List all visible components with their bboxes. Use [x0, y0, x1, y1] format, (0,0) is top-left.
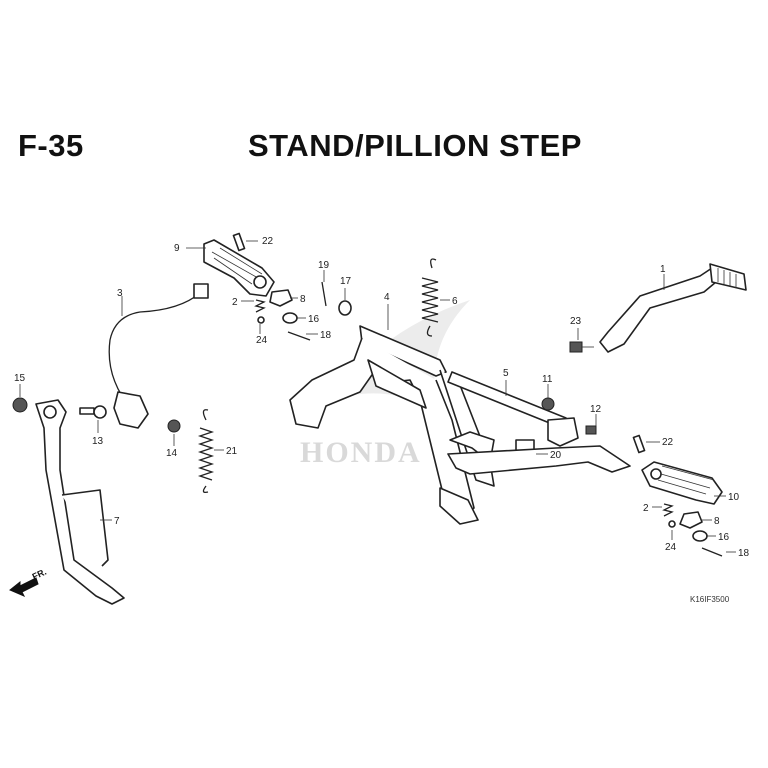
callout-3: 3: [117, 288, 123, 299]
part-7-stand-lever: [35, 399, 125, 605]
callout-22-right: 22: [662, 437, 674, 448]
part-2-spring-left: [254, 299, 266, 313]
part-8-plate-left: [269, 289, 293, 307]
part-15-nut: [12, 384, 28, 413]
part-18-pin-left: [287, 331, 311, 341]
part-9-left-pillion-step: [203, 239, 275, 297]
callout-23: 23: [570, 316, 582, 327]
part-24-ball-right: [668, 520, 676, 528]
part-1-stand-pedal: [599, 263, 747, 353]
part-22-bolt-right: [632, 434, 646, 454]
callout-22-left: 22: [262, 236, 274, 247]
part-21-spring: [197, 409, 215, 494]
callout-15: 15: [14, 373, 26, 384]
part-13-bolt: [79, 405, 107, 433]
callout-24-left: 24: [256, 335, 268, 346]
part-23-bolt: [569, 341, 594, 353]
part-12-bolt: [585, 425, 597, 435]
part-16-washer-right: [692, 530, 708, 542]
callout-21: 21: [226, 446, 238, 457]
part-18-pin-right: [701, 547, 723, 557]
callout-8-left: 8: [300, 294, 306, 305]
part-19-pin: [321, 281, 327, 307]
callout-7: 7: [114, 516, 120, 527]
callout-2-left: 2: [232, 297, 238, 308]
part-14-bolt: [167, 419, 181, 446]
callout-2-right: 2: [643, 503, 649, 514]
leader-lines: [100, 240, 736, 553]
callout-13: 13: [92, 436, 104, 447]
callout-17: 17: [340, 276, 352, 287]
callout-4: 4: [384, 292, 390, 303]
part-11-nut: [541, 397, 555, 411]
callout-8-right: 8: [714, 516, 720, 527]
callout-19: 19: [318, 260, 330, 271]
callout-16-right: 16: [718, 532, 730, 543]
part-24-ball-left: [257, 316, 265, 324]
callout-1: 1: [660, 264, 666, 275]
watermark-text: HONDA: [300, 436, 422, 469]
callout-24-right: 24: [665, 542, 677, 553]
front-label: FR.: [31, 567, 48, 582]
arrow-icon: [9, 577, 39, 597]
page-title: STAND/PILLION STEP: [248, 128, 582, 163]
callout-11: 11: [542, 374, 553, 385]
part-3-stand-switch: [108, 283, 209, 429]
callout-5: 5: [503, 368, 509, 379]
callout-labels: 9 22 2 8 16 18 24 19 17 4 6 3 15 13 14 2…: [14, 236, 750, 559]
callout-20: 20: [550, 450, 562, 461]
part-10-right-pillion-step: [641, 461, 723, 505]
diagram-code: K16IF3500: [690, 595, 730, 604]
callout-6: 6: [452, 296, 458, 307]
callout-16-left: 16: [308, 314, 320, 325]
callout-14: 14: [166, 448, 178, 459]
part-17-washer: [338, 300, 352, 316]
stand-arm: [447, 417, 631, 475]
front-direction-arrow: FR.: [9, 567, 48, 597]
callout-9: 9: [174, 243, 180, 254]
callout-12: 12: [590, 404, 602, 415]
part-6-spring: [421, 258, 439, 337]
part-2-spring-right: [662, 503, 674, 517]
part-8-plate-right: [679, 511, 703, 529]
callout-10: 10: [728, 492, 740, 503]
callout-18-right: 18: [738, 548, 750, 559]
part-16-washer-left: [282, 312, 298, 324]
page-code: F-35: [18, 128, 84, 163]
part-4-main-stand: [289, 325, 495, 525]
part-22-bolt-left: [232, 232, 246, 252]
callout-18-left: 18: [320, 330, 332, 341]
